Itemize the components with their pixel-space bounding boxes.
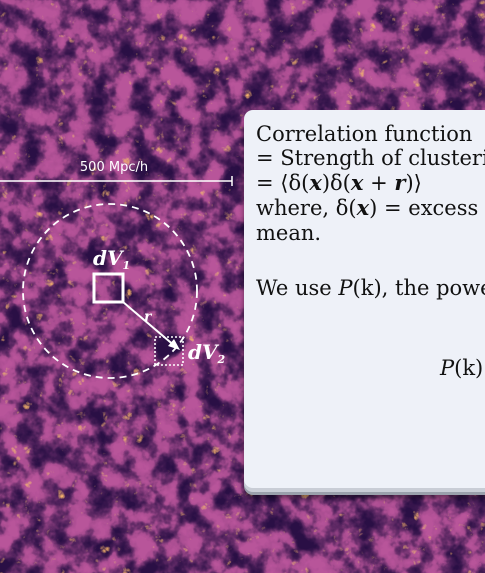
scale-label: 500 Mpc/h [80, 160, 148, 175]
card-line-3-x-1: x [309, 170, 322, 195]
dv1-label: dV1 [93, 246, 130, 272]
r-label: r [144, 309, 153, 325]
explanation-card: Correlation function = Strength of clust… [244, 110, 485, 488]
card-line-6-prefix: We use [256, 276, 339, 300]
card-line-3-x-2: x [350, 170, 364, 195]
card-line-6-k: (k) [352, 276, 382, 300]
card-line-3-mid: )δ( [321, 171, 351, 195]
card-line-3-suffix: )⟩ [405, 171, 422, 195]
volume-element-1 [92, 272, 125, 304]
card-line-6-suffix: , the power spectrum [381, 276, 485, 300]
dv2-label: dV2 [188, 340, 226, 366]
card-line-3: = ⟨δ(x)δ(x + r)⟩ [256, 170, 422, 196]
card-line-4-delta: δ( [335, 196, 357, 220]
card-line-7-p: P [440, 356, 455, 380]
card-line-4-suffix: ) = excess over [369, 196, 485, 220]
card-line-7: P(k) = [440, 356, 485, 380]
card-line-7-k: (k) = [454, 356, 485, 380]
card-line-1: Correlation function [256, 122, 473, 146]
card-line-6: We use P(k), the power spectrum [256, 276, 485, 300]
card-line-6-p: P [338, 276, 353, 300]
card-line-3-r: r [394, 170, 406, 195]
card-line-4-x: x [356, 195, 370, 220]
card-line-4-prefix: where, [256, 196, 336, 220]
card-line-2: = Strength of clustering [256, 146, 485, 170]
card-line-4: where, δ(x) = excess over [256, 195, 485, 221]
arrow-head-icon [168, 339, 180, 350]
volume-element-2 [154, 336, 184, 366]
card-line-3-plus: + [363, 171, 395, 195]
separation-vector [122, 301, 177, 348]
card-line-5: mean. [256, 221, 322, 245]
card-line-3-prefix: = ⟨ [256, 171, 289, 195]
card-line-3-delta-1: δ( [288, 171, 310, 195]
search-radius-circle [22, 203, 198, 379]
